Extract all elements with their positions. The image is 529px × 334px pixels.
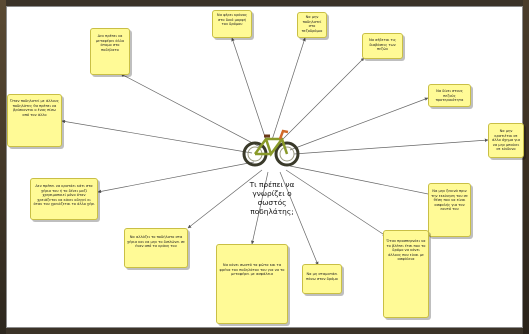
connector-n4 [279,57,365,143]
node-carry-passenger[interactable]: Δεν πρέπει να μεταφέρει άλλο άτομο στο π… [90,28,130,75]
connector-n9 [187,169,263,229]
node-overtaking[interactable]: Όταν προσπερνάει να το βλέπει έτσι που τ… [383,230,429,318]
connector-n10 [250,171,269,245]
connector-n13 [285,169,387,237]
connector-n11 [289,165,439,198]
central-topic-line-4: ποδηλάτης; [250,207,294,216]
central-topic-line-3: σωστός [257,198,287,207]
node-no-stopping[interactable]: Να μη σταματάει πάνω στον δρόμο [302,264,342,294]
bicycle-icon [242,129,300,167]
node-helmet[interactable]: Να φέρει κράνος στο δικό μορφή του δρόμο… [212,10,252,38]
node-hold-on-vehicle[interactable]: Να μην κρατιέται σε άλλο όχημα για να μη… [488,123,524,158]
connector-n3 [271,37,306,141]
node-crossings[interactable]: Να σέβεται τις διαβάσεις των πεζών [362,33,403,59]
node-hands-free[interactable]: Δεν πρέπει να κρατάει κάτι στα χέρια του… [30,178,98,220]
connector-n8 [97,161,255,194]
central-topic-title[interactable]: Τι πρέπει να γνωρίζει ο σωστός ποδηλάτης… [238,180,306,216]
connector-n2 [231,37,267,141]
window-frame-left [0,0,6,334]
connector-n12 [279,171,319,266]
window-frame-right [523,0,529,334]
connector-n1 [120,73,263,149]
connector-n7 [293,138,489,155]
connector-n6 [61,119,253,154]
node-lights-brakes[interactable]: Να κάνει σωστό τα φώτα και τα φρένα του … [216,244,288,324]
node-ride-in-line[interactable]: Όταν ποδηλατεί με άλλους ποδηλάτες θα πρ… [7,94,62,147]
connector-n5 [289,97,429,151]
central-topic-line-1: Τι πρέπει να [249,180,295,189]
node-sidewalk[interactable]: Να μην ποδηλατεί στο πεζοδρόμιο [297,12,327,38]
node-safe-start[interactable]: Να μην ξεκινά πριν την εκκίνηση του σε θ… [428,183,471,237]
node-pedestrian-priority[interactable]: Να δίνει στους πεζούς προτεραιότητα [428,84,471,107]
node-carry-bike[interactable]: Να αλλάζει το ποδήλατο στα χέρια και να … [124,228,188,268]
central-topic-line-2: γνωρίζει ο [252,189,292,198]
